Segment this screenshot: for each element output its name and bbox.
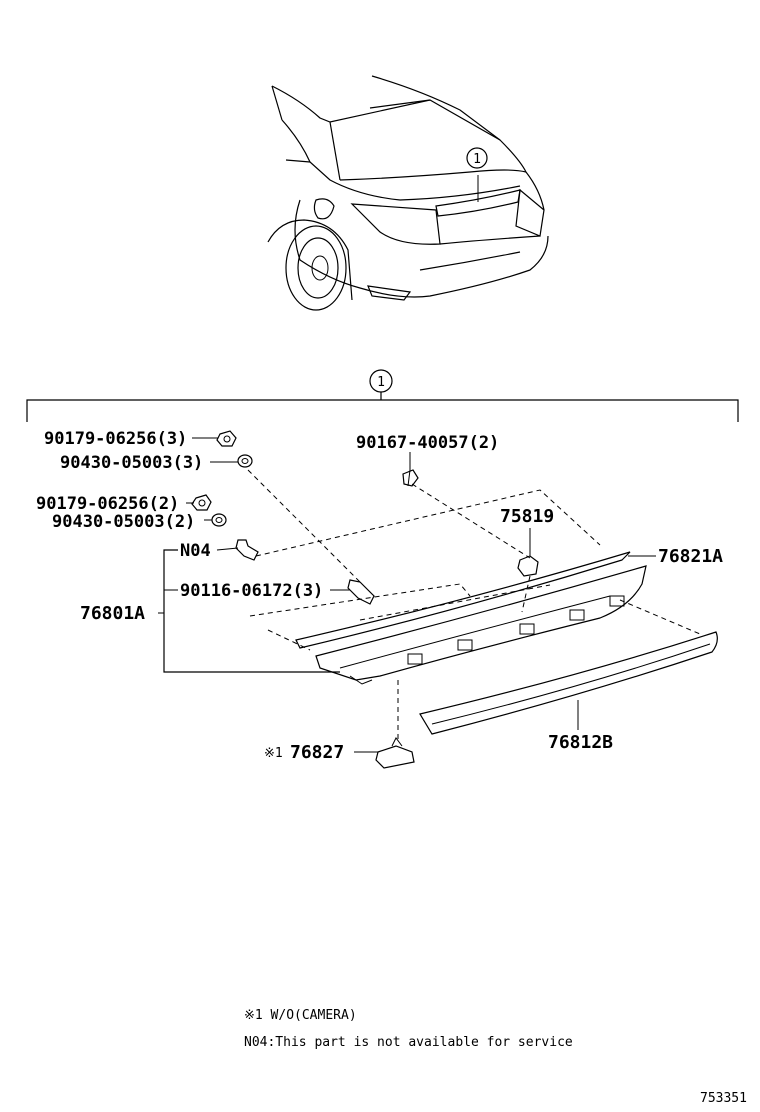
washer-part-2 xyxy=(211,513,227,527)
nut-part-2 xyxy=(191,494,212,511)
moulding-76812b xyxy=(419,631,718,735)
label-76812b: 76812B xyxy=(548,732,613,753)
label-90179-06256-2: 90179-06256(2) xyxy=(36,494,179,514)
dashed-guide-lines xyxy=(247,469,701,740)
clip-75819-part xyxy=(517,555,539,577)
assembly-bracket: 1 xyxy=(26,369,739,422)
label-76821a: 76821A xyxy=(658,546,723,567)
label-90179-06256-3: 90179-06256(3) xyxy=(44,429,187,449)
label-90430-05003-3: 90430-05003(3) xyxy=(60,453,203,473)
car-rear-illustration: 1 xyxy=(267,75,549,311)
assembly-callout-number: 1 xyxy=(377,375,385,390)
bracket-76827-part xyxy=(375,737,415,769)
nut-part-1 xyxy=(216,430,237,447)
n04-stud-part xyxy=(235,539,259,561)
garnish-assembly-76801a xyxy=(315,565,647,685)
car-callout-number: 1 xyxy=(473,152,481,167)
label-76827: 76827 xyxy=(290,742,344,763)
garnish-strip-76821a xyxy=(295,551,631,649)
note-without-camera: ※1 W/O(CAMERA) xyxy=(244,1008,357,1023)
label-75819: 75819 xyxy=(500,506,554,527)
note-n04-not-available: N04:This part is not available for servi… xyxy=(244,1035,573,1050)
label-n04: N04 xyxy=(180,541,211,561)
label-90116-06172-3: 90116-06172(3) xyxy=(180,581,323,601)
label-90430-05003-2: 90430-05003(2) xyxy=(52,512,195,532)
leader-lines xyxy=(158,437,656,753)
label-90167-40057-2: 90167-40057(2) xyxy=(356,433,499,453)
car-callout-circle xyxy=(466,147,488,169)
diagram-id: 753351 xyxy=(700,1091,747,1106)
screw-part xyxy=(402,469,419,487)
washer-part-1 xyxy=(237,454,253,468)
label-76827-mark: ※1 xyxy=(264,746,283,761)
label-76801a: 76801A xyxy=(80,603,145,624)
